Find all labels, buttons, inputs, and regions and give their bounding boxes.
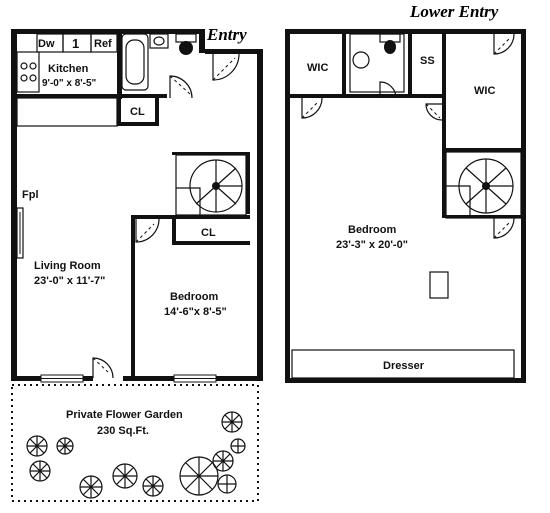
closet1-right-wall xyxy=(155,98,159,126)
bathtub xyxy=(121,33,149,91)
lower-bedroom-dims: 23'-3" x 20'-0" xyxy=(336,239,408,251)
stair-top-wall-lower xyxy=(442,148,526,152)
bedroom-dims: 14'-6"x 8'-5" xyxy=(164,306,227,318)
bedroom-top-wall xyxy=(131,215,250,219)
garden-area: Private Flower Garden 230 Sq.Ft. xyxy=(11,384,259,502)
closet1-label: CL xyxy=(130,106,145,118)
closet1-left-wall xyxy=(117,98,121,126)
garden-border xyxy=(11,384,259,502)
ss-left-partition xyxy=(408,34,412,98)
stair-bottom-wall-lower xyxy=(446,215,521,218)
top-exterior-wall xyxy=(11,29,205,34)
hall-wall xyxy=(442,94,446,154)
ss-label: SS xyxy=(420,55,435,67)
entry-header: Entry xyxy=(206,25,247,44)
entry-side-wall xyxy=(199,29,205,53)
kitchen-counter-wall xyxy=(17,94,117,98)
living-room-dims: 23'-0" x 11'-7" xyxy=(34,275,105,287)
wic-left-label: WIC xyxy=(307,62,328,74)
stair-left-wall-lower xyxy=(442,148,446,218)
lower-bedroom-name: Bedroom xyxy=(348,224,397,236)
kitchen-counter xyxy=(16,97,118,127)
bath-left-wall xyxy=(117,29,122,99)
lower-top-wall xyxy=(285,29,526,34)
right-exterior-wall xyxy=(257,49,263,380)
fireplace xyxy=(16,207,24,259)
closet1-bottom-wall xyxy=(117,122,159,126)
closet2-bottom-wall xyxy=(172,241,250,245)
stair-right-wall xyxy=(246,152,250,214)
ss-right-partition xyxy=(442,34,446,98)
lower-floor-plan: WIC WIC SS Bedroom 23'-3" x 20'-0" Dress xyxy=(285,29,526,383)
lower-right-wall xyxy=(521,29,526,383)
garden-name: Private Flower Garden xyxy=(66,409,183,421)
range-label: 1 xyxy=(72,36,79,51)
entry-top-wall xyxy=(205,49,263,54)
lower-entry-header: Lower Entry xyxy=(409,2,499,21)
lower-sink xyxy=(352,51,370,69)
flower-icons xyxy=(26,411,246,499)
dishwasher-label: Dw xyxy=(38,38,55,50)
bath-bottom-wall xyxy=(117,94,167,98)
bedroom-left-wall xyxy=(131,215,135,377)
left-exterior-wall xyxy=(11,29,17,380)
upper-floor-plan: Dw 1 Ref Kitchen 9'-0" x 8'-5" CL xyxy=(11,29,263,383)
wic-bottom-wall xyxy=(290,94,444,98)
bottom-exterior-wall xyxy=(11,376,263,381)
lower-bottom-wall xyxy=(285,378,526,383)
vanity xyxy=(149,33,169,49)
closet2-label: CL xyxy=(201,227,216,239)
closet2-left-wall xyxy=(172,215,176,245)
kitchen-name: Kitchen xyxy=(48,63,89,75)
dresser xyxy=(291,349,515,379)
wic-left-partition xyxy=(342,34,346,98)
dresser-label: Dresser xyxy=(383,360,425,372)
lower-toilet-icon xyxy=(384,40,396,54)
stair-top-wall xyxy=(172,152,250,155)
lower-left-wall xyxy=(285,29,290,383)
living-room-name: Living Room xyxy=(34,260,101,272)
spiral-stair xyxy=(175,154,247,216)
kitchen-dims: 9'-0" x 8'-5" xyxy=(42,78,97,89)
toilet-icon xyxy=(179,41,193,55)
wic-right-label: WIC xyxy=(474,85,495,97)
fireplace-label: Fpl xyxy=(22,189,39,201)
garden-area-label: 230 Sq.Ft. xyxy=(97,425,149,437)
refrigerator-label: Ref xyxy=(94,38,112,50)
sink-counter xyxy=(16,51,40,93)
bedroom-name: Bedroom xyxy=(170,291,219,303)
lower-floor-fixture xyxy=(429,271,449,299)
toilet-tank xyxy=(175,33,197,43)
